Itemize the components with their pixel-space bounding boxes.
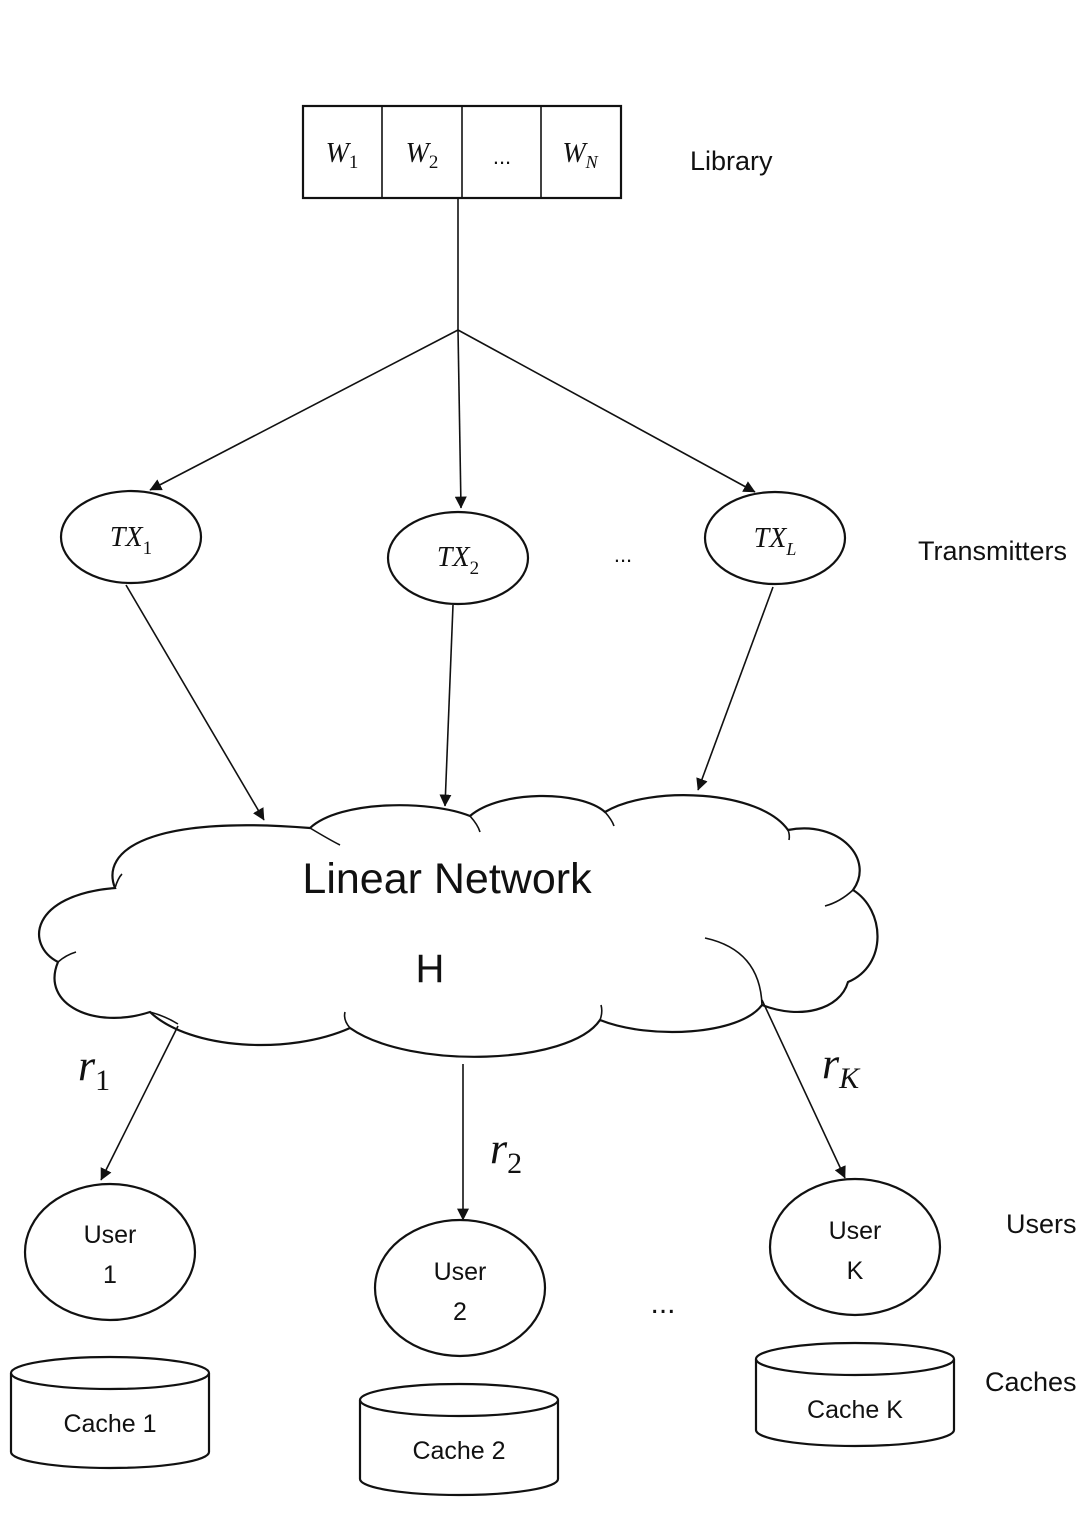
transmitter-ellipse [59, 489, 203, 585]
cache-top [754, 1341, 956, 1377]
transmitters-label: Transmitters [918, 536, 1067, 566]
user-number: 2 [453, 1298, 467, 1326]
cloud-puff-arc [149, 1011, 179, 1025]
user-label: User [829, 1217, 882, 1245]
transmitter-connectors [125, 584, 774, 821]
cache-cylinder: Cache K [754, 1341, 956, 1448]
library-cell-wn: WN [562, 138, 598, 172]
cloud-puff-arc [604, 811, 615, 827]
cloud-puff-arc [57, 951, 77, 963]
arrow-tx2-to-network [439, 604, 454, 807]
cache-label: Cache 2 [412, 1437, 505, 1465]
cloud-puff-arc [469, 815, 481, 833]
transmitter-node: TXL [703, 490, 847, 586]
transmitter-ellipse [386, 510, 530, 606]
user-label: User [434, 1258, 487, 1286]
cache-top [358, 1382, 560, 1418]
transmitter-label: TXL [754, 523, 797, 559]
library-cell-w1: W1 [326, 138, 359, 173]
cache-label: Cache 1 [63, 1410, 156, 1438]
library-connectors [149, 198, 756, 509]
arrow-to-tx2 [454, 329, 467, 509]
arrow-txl-to-network [696, 586, 774, 791]
arrow-tx1-to-network [125, 584, 265, 821]
transmitters: TX1 TX2 TXL ... Transmitters [59, 489, 1067, 606]
cache-body [358, 1400, 560, 1497]
transmitter-label: TX1 [110, 522, 152, 559]
cache-body [9, 1373, 211, 1470]
users: User 1 User 2 User K ... Users [23, 1177, 1077, 1358]
library: W1 W2 ... WN Library [301, 104, 773, 200]
library-label: Library [690, 146, 773, 176]
cloud-puff-arc [343, 1011, 351, 1029]
library-cell-ellipsis: ... [493, 144, 511, 169]
transmitter-node: TX1 [59, 489, 203, 585]
user-number: K [847, 1257, 864, 1285]
user-node: User 2 [373, 1218, 547, 1358]
library-cell-w2: W2 [406, 138, 439, 173]
transmitter-node: TX2 [386, 510, 530, 606]
link-label: rK [822, 1039, 861, 1095]
cache-cylinder: Cache 1 [9, 1355, 211, 1470]
arrow-to-txl [457, 329, 756, 493]
user-number: 1 [103, 1261, 117, 1289]
link-label: r1 [78, 1041, 110, 1097]
cloud-puff-arc [704, 937, 763, 1006]
users-ellipsis: ... [650, 1287, 675, 1320]
users-label: Users [1006, 1209, 1077, 1239]
cache-label: Cache K [807, 1396, 903, 1424]
cloud-puff-arc [599, 1004, 603, 1021]
cache-body [754, 1359, 956, 1448]
cache-cylinder: Cache 2 [358, 1382, 560, 1497]
cloud-puff-arc [787, 829, 791, 841]
transmitter-ellipse [703, 490, 847, 586]
caches: Cache 1 Cache 2 Cache K Caches [9, 1341, 1077, 1497]
cloud-puff-arc [114, 873, 123, 889]
user-ellipse [373, 1218, 547, 1358]
cloud-puff-arc [824, 889, 854, 907]
network-matrix: H [416, 947, 445, 991]
link-label: r2 [490, 1124, 522, 1180]
network-title: Linear Network [302, 855, 592, 903]
cache-top [9, 1355, 211, 1391]
arrow-network-to-user1 [100, 1025, 179, 1181]
caches-label: Caches [985, 1367, 1077, 1397]
network-cloud: Linear Network H [38, 794, 879, 1058]
user-node: User 1 [23, 1182, 197, 1322]
link-labels: r1 r2 rK [78, 1039, 861, 1180]
user-label: User [84, 1221, 137, 1249]
user-ellipse [23, 1182, 197, 1322]
arrow-to-tx1 [149, 329, 459, 491]
network-connectors [100, 999, 846, 1221]
cloud-puff-arc [309, 827, 341, 846]
arrow-network-to-userk [761, 999, 846, 1179]
transmitters-ellipsis: ... [614, 542, 632, 567]
user-ellipse [768, 1177, 942, 1317]
user-node: User K [768, 1177, 942, 1317]
transmitter-label: TX2 [437, 542, 479, 579]
